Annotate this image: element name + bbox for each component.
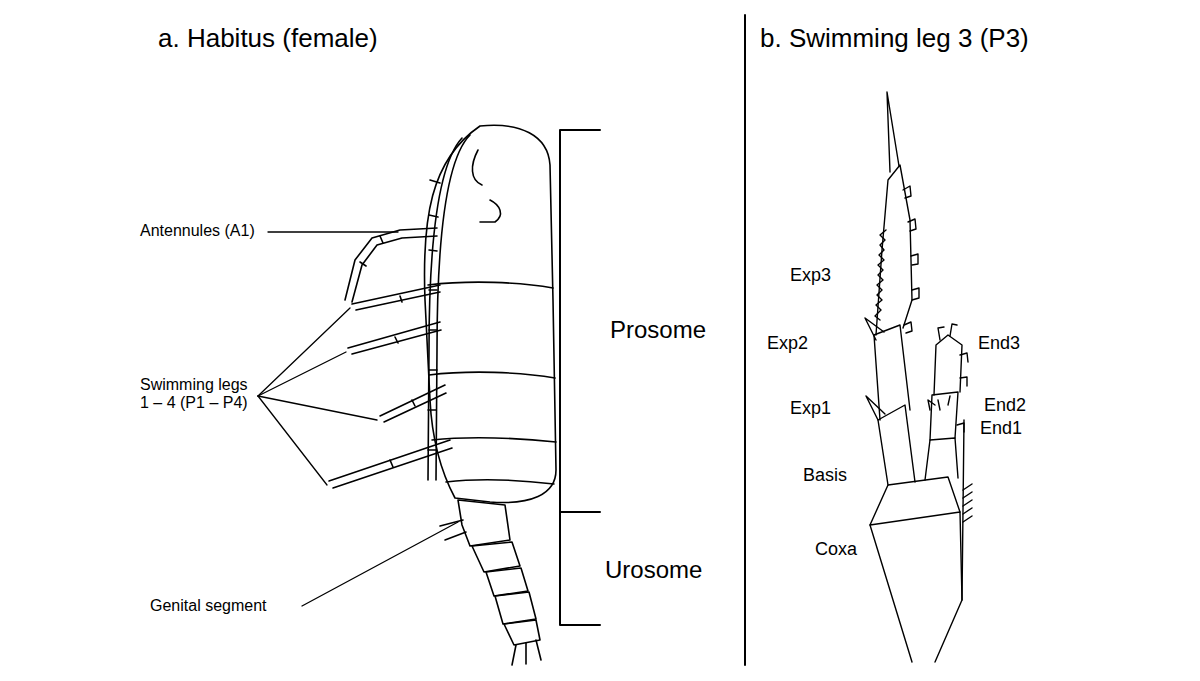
body-bracket [560,130,600,625]
segment-label: Coxa [815,540,857,560]
segment-label: Exp1 [790,399,831,419]
region-label: Urosome [605,556,702,584]
segment-label: End3 [978,334,1020,354]
panel-divider [744,15,746,665]
swimming-leg-illustration [865,92,972,662]
panel-title: a. Habitus (female) [158,24,378,54]
segment-label: Exp3 [790,266,831,286]
segment-label: End2 [984,396,1026,416]
segment-label: End1 [980,419,1022,439]
part-label: Genital segment [150,597,267,615]
copepod-habitus [329,125,556,665]
part-label: Antennules (A1) [140,222,255,240]
part-label: Swimming legs 1 – 4 (P1 – P4) [140,376,254,413]
segment-label: Exp2 [767,334,808,354]
panel-title: b. Swimming leg 3 (P3) [760,24,1029,54]
leader-lines [258,232,458,606]
segment-label: Basis [803,466,847,486]
region-label: Prosome [610,316,706,344]
